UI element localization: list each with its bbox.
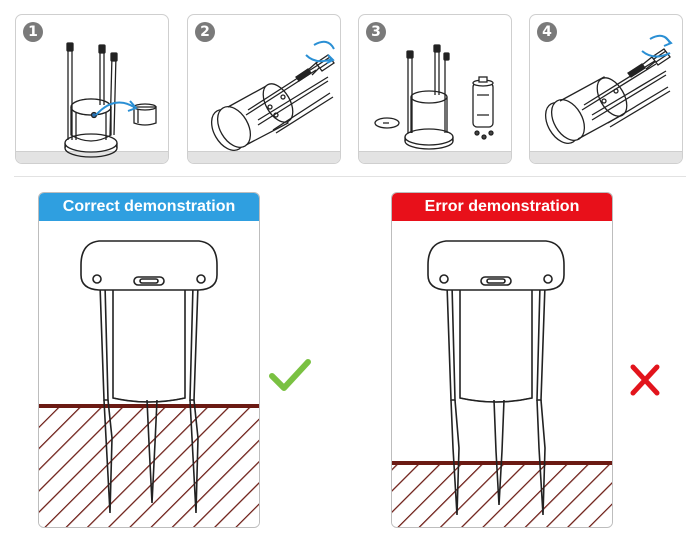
step-4-panel: 4 xyxy=(529,14,683,164)
step-3-panel: 3 xyxy=(358,14,512,164)
correct-demonstration-panel: Correct demonstration xyxy=(38,192,260,528)
unscrew-screws-icon xyxy=(210,40,335,151)
insert-battery-icon xyxy=(374,44,494,150)
panel-footer-band xyxy=(530,151,682,163)
cross-mark-icon xyxy=(630,364,660,396)
ground-line xyxy=(392,461,612,465)
correct-installation-illustration xyxy=(39,240,259,527)
step-number-badge: 1 xyxy=(23,22,43,42)
soil-hatch xyxy=(392,464,612,527)
error-installation-illustration xyxy=(392,240,612,527)
tighten-screws-icon xyxy=(544,34,673,144)
step-number-badge: 3 xyxy=(366,22,386,42)
step-2-panel: 2 xyxy=(187,14,341,164)
check-mark-icon xyxy=(269,359,311,391)
panel-footer-band xyxy=(188,151,340,163)
panel-footer-band xyxy=(359,151,511,163)
step-1-panel: 1 xyxy=(15,14,169,164)
step-number-badge: 2 xyxy=(195,22,215,42)
ground-line xyxy=(39,404,259,408)
remove-cover-icon xyxy=(64,42,157,158)
error-demonstration-panel: Error demonstration xyxy=(391,192,613,528)
error-demonstration-header: Error demonstration xyxy=(392,193,612,221)
step-number-badge: 4 xyxy=(537,22,557,42)
section-divider xyxy=(14,176,686,177)
correct-demonstration-header: Correct demonstration xyxy=(39,193,259,221)
